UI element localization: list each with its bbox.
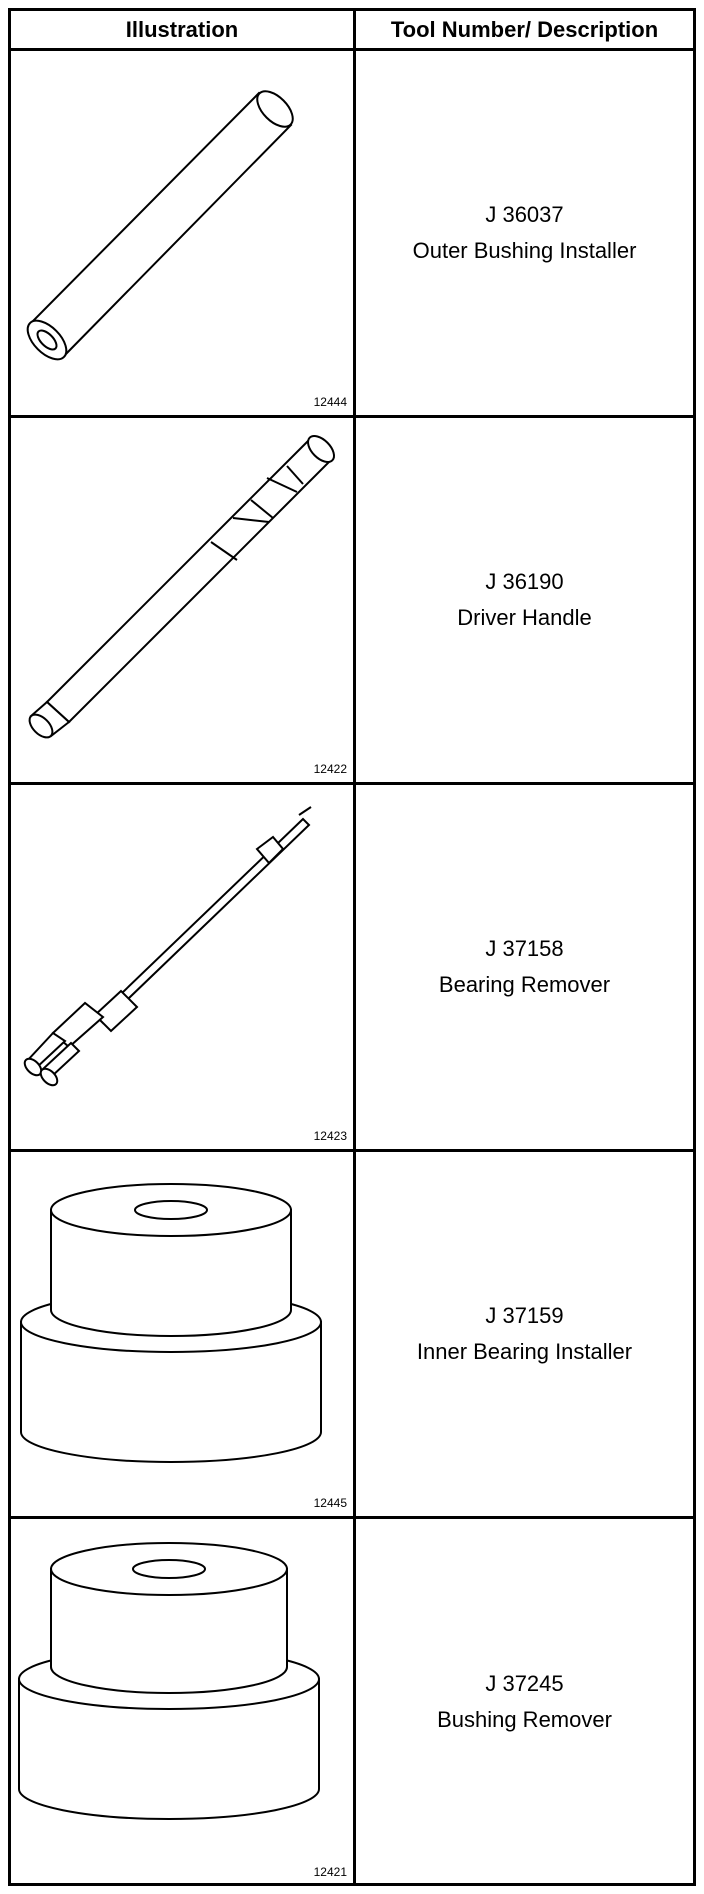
tool-description: Bushing Remover	[437, 1707, 612, 1732]
figure-number: 12421	[313, 1865, 347, 1879]
illustration-cell: 12444	[11, 51, 356, 415]
illustration-cell: 12445	[11, 1152, 356, 1516]
header-description: Tool Number/ Description	[390, 16, 659, 42]
tool-number: J 37158	[485, 936, 564, 961]
bushing-installer-tube-icon	[26, 90, 294, 361]
tool-description: Inner Bearing Installer	[416, 1339, 633, 1364]
description-cell: J 37245 Bushing Remover	[356, 1519, 693, 1885]
bearing-remover-icon	[23, 806, 312, 1087]
stepped-remover-icon	[18, 1542, 320, 1820]
table-row: 12444 J 36037 Outer Bushing Installer	[11, 51, 693, 418]
tool-description: Outer Bushing Installer	[412, 238, 637, 263]
figure-number: 12444	[313, 395, 347, 409]
tool-number: J 37159	[485, 1303, 564, 1328]
description-cell: J 37158 Bearing Remover	[356, 785, 693, 1149]
tool-description: Driver Handle	[457, 605, 592, 630]
table-row: 12445 J 37159 Inner Bearing Installer	[11, 1152, 693, 1519]
tool-number: J 36190	[485, 569, 564, 594]
figure-number: 12445	[313, 1496, 347, 1510]
driver-handle-icon	[28, 435, 335, 739]
tool-description: Bearing Remover	[438, 972, 611, 997]
tool-number: J 36037	[485, 202, 564, 227]
tool-number: J 37245	[485, 1671, 564, 1696]
description-cell: J 36190 Driver Handle	[356, 418, 693, 782]
tool-table: Illustration Tool Number/ Description 12…	[8, 8, 696, 1886]
table-row: 12421 J 37245 Bushing Remover	[11, 1519, 693, 1885]
illustration-cell: 12421	[11, 1519, 356, 1885]
illustration-cell: 12423	[11, 785, 356, 1149]
figure-number: 12423	[313, 1129, 347, 1143]
figure-number: 12422	[313, 762, 347, 776]
illustration-cell: 12422	[11, 418, 356, 782]
stepped-installer-icon	[20, 1183, 322, 1463]
description-cell: J 37159 Inner Bearing Installer	[356, 1152, 693, 1516]
table-row: 12422 J 36190 Driver Handle	[11, 418, 693, 785]
table-row: 12423 J 37158 Bearing Remover	[11, 785, 693, 1152]
table-header: Illustration Tool Number/ Description	[11, 11, 693, 51]
description-cell: J 36037 Outer Bushing Installer	[356, 51, 693, 415]
header-illustration: Illustration	[11, 11, 356, 48]
